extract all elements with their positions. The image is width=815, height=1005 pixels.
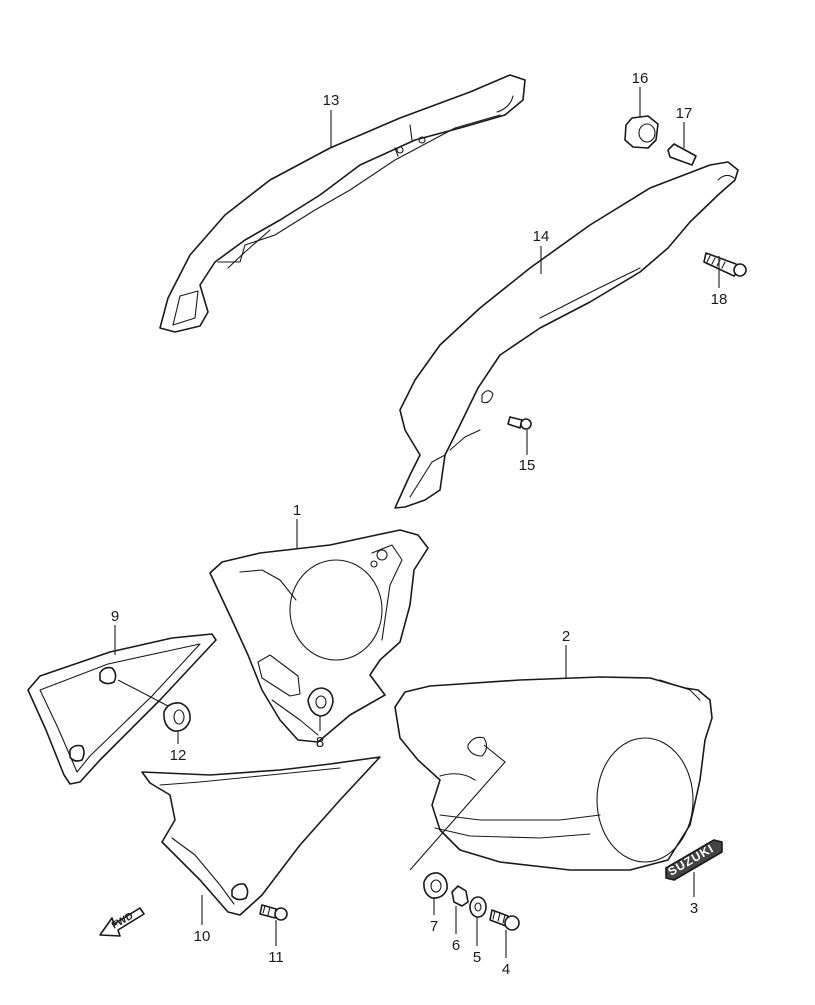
callout-11: 11: [268, 949, 284, 966]
part-10-lower-cover: [141, 756, 381, 916]
part-17-spacer: [667, 143, 697, 166]
part-14-side-cover: [394, 161, 739, 509]
callout-numbers: 13 16 17 14 18 15 1 2 9 12 8 10 11 7 6 5…: [111, 70, 728, 978]
callout-3: 3: [690, 900, 698, 917]
part-13-frame-cover: [159, 74, 526, 333]
part-8-grommet: [307, 687, 334, 717]
part-16-collar: [624, 115, 659, 149]
leader-lines: [114, 87, 720, 958]
callout-10: 10: [194, 928, 211, 945]
fwd-label: FWD: [110, 911, 135, 932]
callout-16: 16: [632, 70, 649, 87]
part-4-screw: [489, 909, 520, 931]
callout-2: 2: [562, 628, 570, 645]
part-12-grommet: [163, 702, 191, 732]
part-9-side-panel: [27, 633, 217, 785]
part-7-grommet: [423, 872, 448, 899]
callout-5: 5: [473, 949, 481, 966]
part-18-bolt: [703, 252, 747, 277]
callout-13: 13: [323, 92, 340, 109]
callout-18: 18: [711, 291, 728, 308]
callout-17: 17: [676, 105, 693, 122]
callout-14: 14: [533, 228, 550, 245]
part-6-spacer: [451, 885, 469, 907]
callout-12: 12: [170, 747, 187, 764]
part-1-bracket: [209, 529, 429, 743]
callout-1: 1: [293, 502, 301, 519]
part-5-washer: [469, 896, 487, 918]
callout-4: 4: [502, 961, 510, 978]
callout-6: 6: [452, 937, 460, 954]
callout-8: 8: [316, 734, 324, 751]
part-15-screw: [507, 416, 532, 430]
callout-7: 7: [430, 918, 438, 935]
part-11-screw: [259, 904, 288, 921]
fwd-arrow-icon: FWD: [99, 907, 145, 937]
part-2-side-cover: [394, 676, 713, 871]
callout-9: 9: [111, 608, 119, 625]
callout-15: 15: [519, 457, 536, 474]
